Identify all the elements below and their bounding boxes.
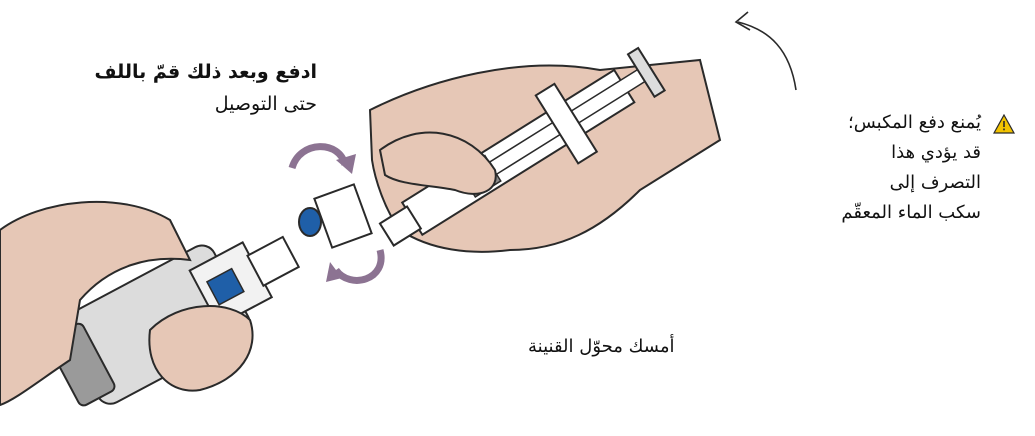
warning-line-4: سكب الماء المعقّم [841, 198, 981, 228]
warning-line-3: التصرف إلى [841, 168, 981, 198]
left-thumb [149, 306, 252, 391]
warning-line-1: يُمنع دفع المكبس؛ [841, 108, 981, 138]
threaded-connector [314, 184, 371, 247]
push-then-twist-text: ادفع وبعد ذلك قمّ باللف [95, 56, 318, 88]
adapter-blue-port [299, 208, 321, 236]
push-twist-instruction: ادفع وبعد ذلك قمّ باللف حتى التوصيل [95, 56, 318, 120]
curved-arrow-head [736, 12, 750, 30]
until-connected-text: حتى التوصيل [95, 88, 318, 120]
curved-rotation-arrow [738, 22, 796, 90]
warning-line-2: قد يؤدي هذا [841, 138, 981, 168]
hold-vial-adapter-label: أمسك محوّل القنينة [528, 336, 675, 357]
warning-text: يُمنع دفع المكبس؛ قد يؤدي هذا التصرف إلى… [841, 108, 981, 228]
warning-triangle-icon [993, 114, 1015, 134]
rotation-arrow-upper [292, 147, 345, 168]
rotation-arrow-lower [336, 250, 381, 280]
